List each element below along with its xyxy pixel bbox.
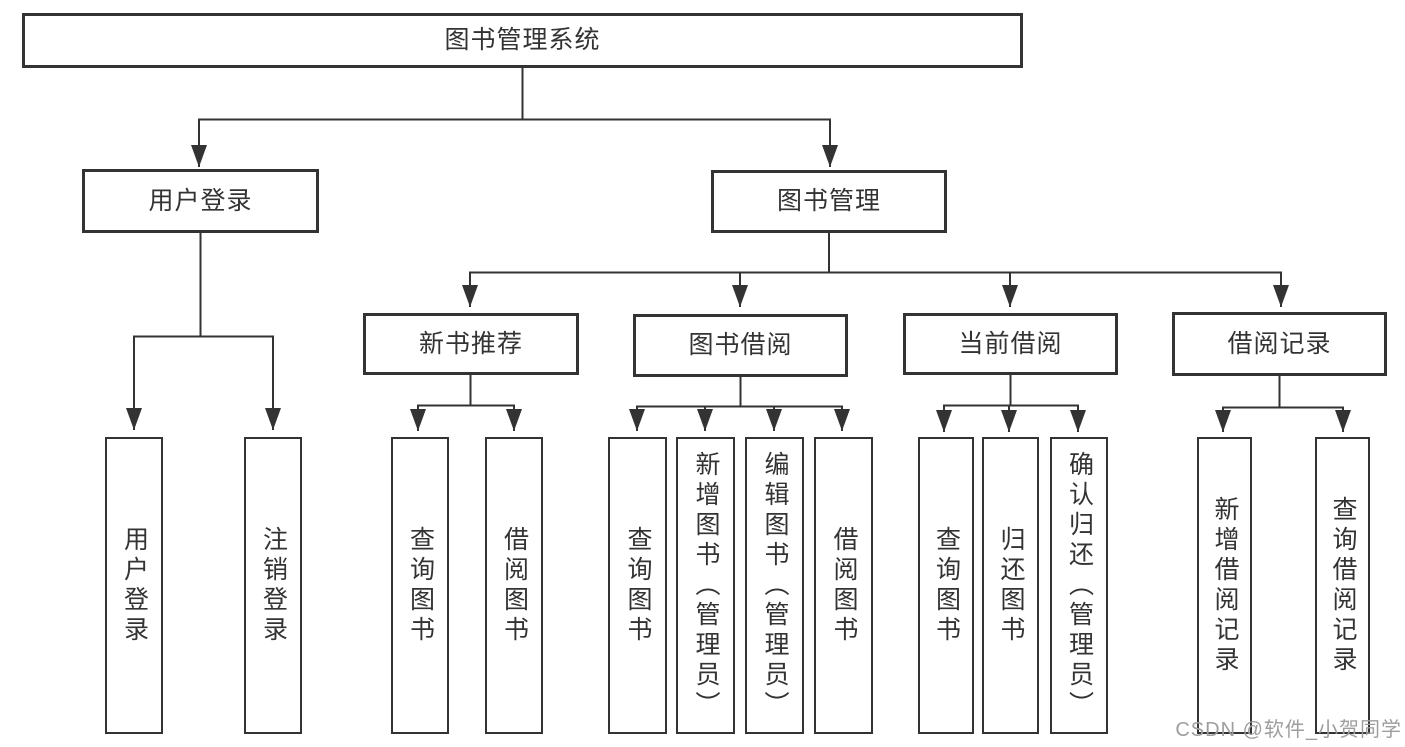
leaf-br-add-record: 新增借阅记录 — [1197, 437, 1252, 734]
leaf-br-query-record: 查询借阅记录 — [1315, 437, 1370, 734]
leaf-rec-query-books: 查询图书 — [391, 437, 449, 734]
node-current-borrow: 当前借阅 — [903, 313, 1118, 375]
leaf-cb-confirm-return-admin: 确认归还（管理员） — [1050, 437, 1108, 734]
leaf-bb-borrow-books: 借阅图书 — [814, 437, 873, 734]
node-borrow-records: 借阅记录 — [1172, 312, 1387, 376]
node-user-login: 用户登录 — [82, 169, 319, 233]
node-new-book-recommend: 新书推荐 — [363, 313, 579, 375]
watermark: CSDN @软件_小贺同学 — [1175, 719, 1402, 741]
node-book-borrow: 图书借阅 — [633, 314, 848, 377]
leaf-bb-query-books: 查询图书 — [608, 437, 667, 734]
leaf-rec-borrow-books: 借阅图书 — [485, 437, 543, 734]
leaf-cb-query-books: 查询图书 — [918, 437, 974, 734]
leaf-user-login: 用户登录 — [105, 437, 163, 734]
leaf-bb-edit-books-admin: 编辑图书（管理员） — [745, 437, 804, 734]
leaf-bb-add-books-admin: 新增图书（管理员） — [676, 437, 735, 734]
node-book-management: 图书管理 — [711, 170, 947, 233]
leaf-cb-return-books: 归还图书 — [982, 437, 1039, 734]
node-library-system: 图书管理系统 — [22, 13, 1023, 68]
leaf-logout-login: 注销登录 — [244, 437, 302, 734]
